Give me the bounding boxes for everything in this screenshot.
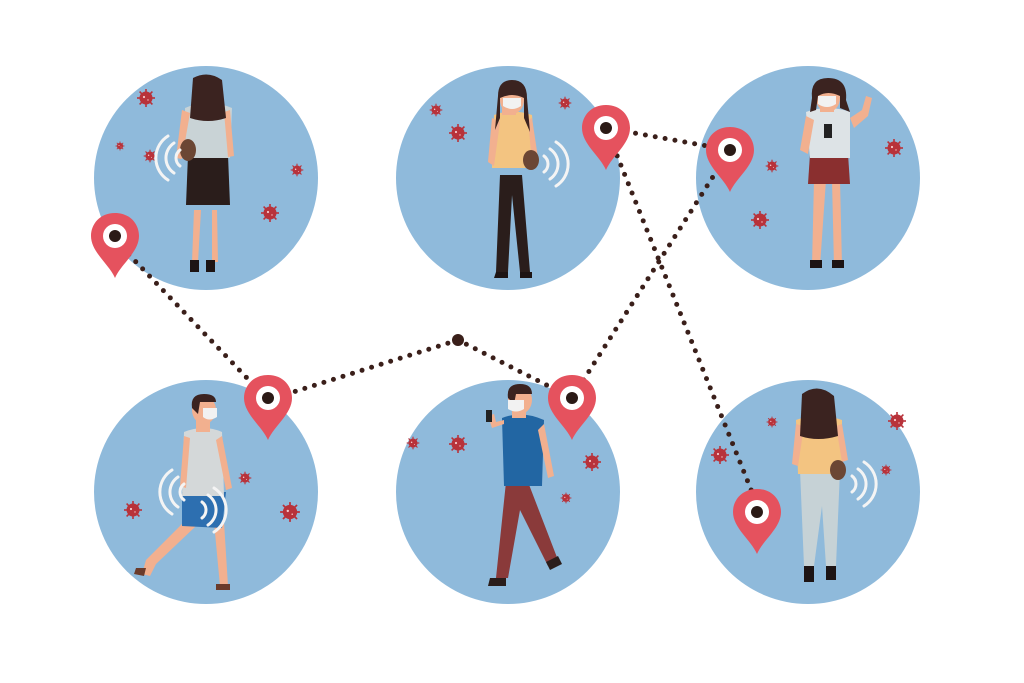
virus-icon bbox=[880, 464, 892, 476]
virus-icon bbox=[238, 471, 252, 485]
virus-icon bbox=[582, 452, 602, 472]
virus-icon bbox=[558, 96, 572, 110]
virus-icon bbox=[123, 500, 143, 520]
circle-top-right bbox=[696, 66, 920, 290]
virus-icon bbox=[429, 103, 443, 117]
person-woman-back-grey-pants bbox=[792, 388, 848, 582]
virus-icon bbox=[766, 416, 778, 428]
route-line bbox=[603, 125, 763, 515]
virus-icon bbox=[136, 88, 156, 108]
virus-icon bbox=[560, 492, 572, 504]
virus-icon bbox=[710, 445, 730, 465]
virus-icon bbox=[884, 138, 904, 158]
person-woman-phone-red-skirt bbox=[800, 78, 872, 268]
virus-icon bbox=[887, 411, 907, 431]
person-woman-back-black-skirt bbox=[176, 74, 234, 272]
virus-icon bbox=[290, 163, 304, 177]
virus-icon bbox=[448, 434, 468, 454]
virus-icon bbox=[115, 141, 125, 151]
virus-icon bbox=[448, 123, 468, 143]
virus-icon bbox=[765, 159, 779, 173]
person-woman-front-yellow-top bbox=[488, 80, 539, 278]
location-pin-icon bbox=[91, 213, 139, 278]
virus-icon bbox=[406, 436, 420, 450]
virus-icon bbox=[260, 203, 280, 223]
virus-icon bbox=[750, 210, 770, 230]
route-junction-dot bbox=[452, 334, 464, 346]
virus-icon bbox=[279, 501, 301, 523]
person-man-phone-blue-shirt bbox=[486, 384, 562, 586]
virus-icon bbox=[143, 149, 157, 163]
